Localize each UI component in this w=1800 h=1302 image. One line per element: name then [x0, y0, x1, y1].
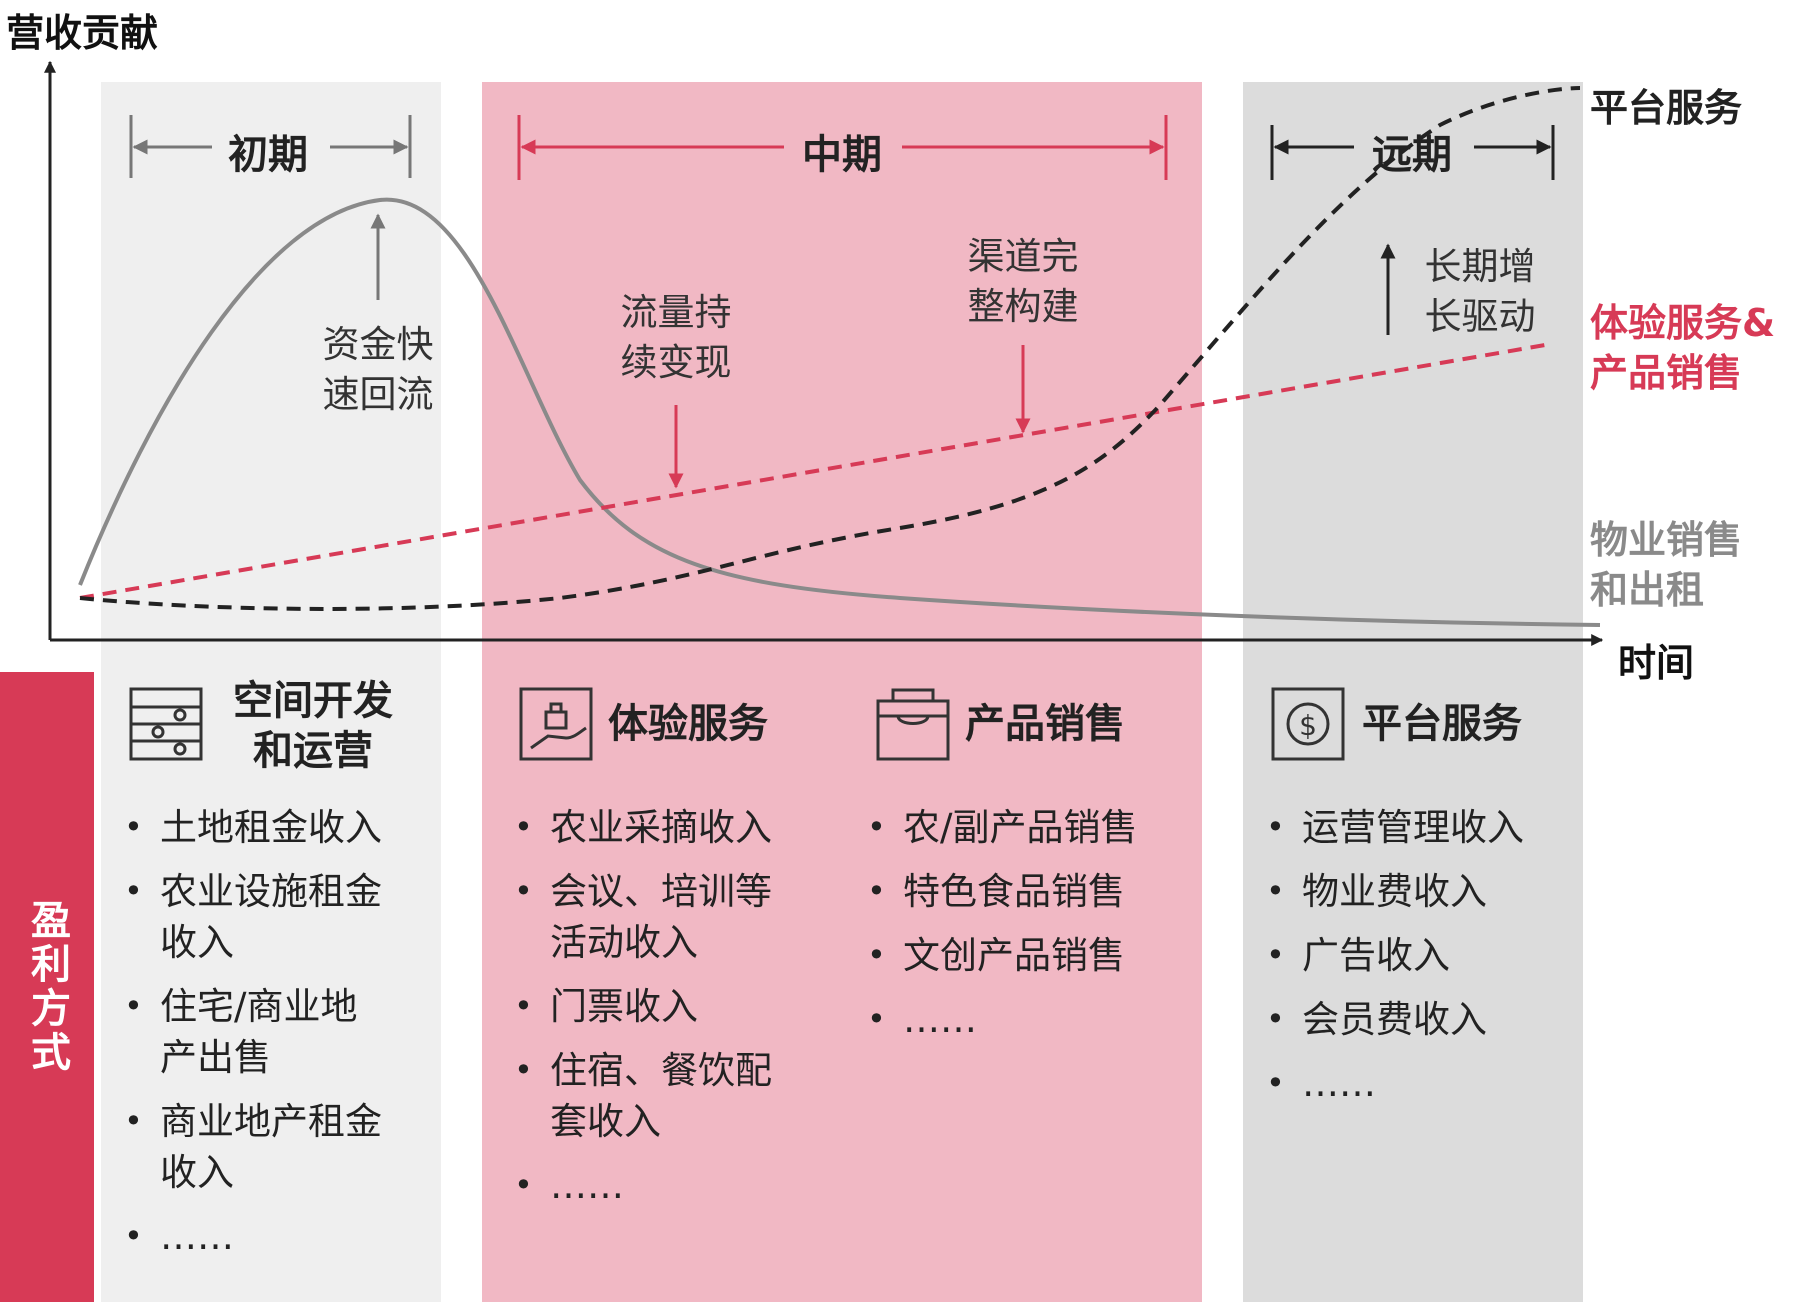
x-axis-label: 时间 [1618, 641, 1695, 685]
list-item: 特色食品销售 [863, 866, 1203, 917]
svg-text:$: $ [1299, 709, 1317, 742]
list-item: 会员费收入 [1262, 994, 1582, 1045]
hand-service-icon [519, 687, 593, 761]
list-item: 广告收入 [1262, 930, 1582, 981]
category-title-platform: 平台服务 [1362, 701, 1522, 747]
list-item: 土地租金收入 [120, 802, 440, 853]
list-item: 运营管理收入 [1262, 802, 1582, 853]
category-list-products: 农/副产品销售 特色食品销售 文创产品销售 …… [863, 802, 1203, 1058]
list-item: 农业设施租金 收入 [120, 866, 440, 968]
stage-label-early: 初期 [228, 132, 308, 178]
list-item: 农业采摘收入 [510, 802, 840, 853]
list-item: 会议、培训等 活动收入 [510, 866, 840, 968]
profit-model-label-text: 盈利方式 [24, 899, 70, 1075]
list-item: 商业地产租金 收入 [120, 1096, 440, 1198]
stage-label-mid: 中期 [802, 132, 882, 178]
list-item: …… [1262, 1058, 1582, 1109]
list-item: …… [120, 1211, 440, 1262]
list-item: 门票收入 [510, 981, 840, 1032]
list-item: …… [863, 994, 1203, 1045]
experience-curve [79, 343, 1546, 600]
annotation-longterm: 长期增 长驱动 [1424, 245, 1536, 338]
category-list-space: 土地租金收入 农业设施租金 收入 住宅/商业地 产出售 商业地产租金 收入 …… [120, 802, 440, 1275]
list-item: 文创产品销售 [863, 930, 1203, 981]
category-list-platform: 运营管理收入 物业费收入 广告收入 会员费收入 …… [1262, 802, 1582, 1122]
list-item: 农/副产品销售 [863, 802, 1203, 853]
early-bracket [129, 115, 412, 178]
category-title-experience: 体验服务 [608, 701, 768, 747]
experience-curve-label: 体验服务& 产品销售 [1590, 301, 1776, 395]
sliders-icon [129, 687, 203, 761]
mid-bracket [517, 115, 1168, 180]
dollar-coin-icon: $ [1271, 687, 1345, 761]
platform-curve [79, 86, 1581, 611]
platform-curve-label: 平台服务 [1590, 86, 1743, 130]
list-item: 物业费收入 [1262, 866, 1582, 917]
list-item: …… [510, 1160, 840, 1211]
y-axis-label: 营收贡献 [6, 11, 159, 55]
list-item: 住宅/商业地 产出售 [120, 981, 440, 1083]
profit-model-label: 盈利方式 [0, 672, 94, 1302]
annotation-traffic: 流量持 续变现 [620, 291, 732, 384]
property-curve-label: 物业销售 和出租 [1590, 518, 1743, 612]
category-title-space: 空间开发 和运营 [233, 678, 393, 774]
property-curve [78, 197, 1601, 627]
category-list-experience: 农业采摘收入 会议、培训等 活动收入 门票收入 住宿、餐饮配 套收入 …… [510, 802, 840, 1224]
stage-label-late: 远期 [1372, 132, 1452, 178]
annotation-channel: 渠道完 整构建 [967, 235, 1079, 328]
list-item: 住宿、餐饮配 套收入 [510, 1045, 840, 1147]
annotation-cash-return: 资金快 速回流 [322, 323, 434, 416]
shopping-bag-icon [876, 688, 950, 761]
late-bracket [1270, 125, 1555, 180]
category-title-products: 产品销售 [965, 701, 1125, 747]
